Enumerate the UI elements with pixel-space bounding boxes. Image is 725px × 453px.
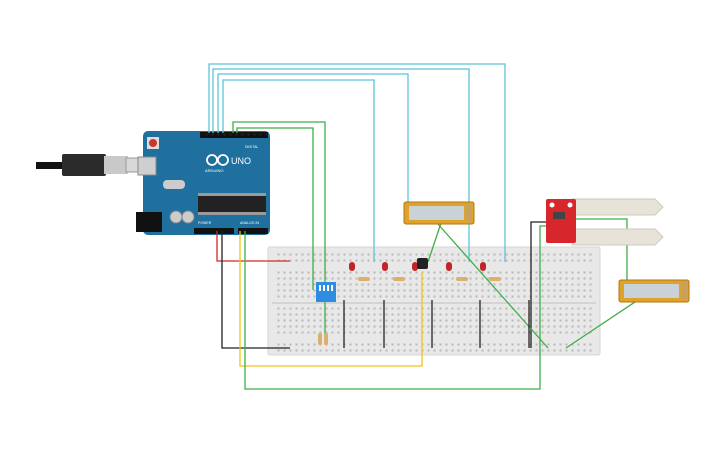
led-5 bbox=[412, 262, 418, 271]
wire-yellow[interactable] bbox=[239, 231, 423, 367]
lcd-display-2[interactable] bbox=[618, 279, 690, 303]
wire-red-5v[interactable] bbox=[216, 231, 290, 262]
leds bbox=[349, 262, 486, 271]
board-model-label: UNO bbox=[231, 156, 251, 166]
arduino-logo-icon bbox=[206, 154, 229, 166]
wire-black-gnd[interactable] bbox=[221, 231, 290, 349]
analog-header-label: ANALOG IN bbox=[240, 221, 260, 225]
usb-cable bbox=[36, 154, 145, 176]
sensor-ic bbox=[417, 258, 428, 269]
resistors bbox=[318, 277, 501, 345]
soil-moisture-sensor[interactable] bbox=[546, 198, 664, 246]
power-header-label: POWER bbox=[198, 221, 212, 225]
wire-cyan-1[interactable] bbox=[208, 63, 506, 262]
digital-header-label: DIGITAL bbox=[245, 145, 258, 149]
atmega-chip bbox=[198, 196, 266, 212]
led-3 bbox=[446, 262, 452, 271]
arduino-uno-board[interactable]: UNO ARDUINO DIGITAL POWER ANALOG IN bbox=[136, 131, 270, 235]
wire-green-lcd1b[interactable] bbox=[427, 222, 442, 263]
wire-green-lcd2[interactable] bbox=[565, 299, 639, 349]
led-4 bbox=[480, 262, 486, 271]
board-brand-label: ARDUINO bbox=[205, 168, 223, 173]
wire-green-lcd2b[interactable] bbox=[572, 218, 628, 282]
lcd-display-1[interactable] bbox=[403, 201, 475, 225]
wire-black-sensor[interactable] bbox=[530, 221, 548, 348]
reset-button-icon[interactable] bbox=[149, 139, 157, 147]
led-2 bbox=[382, 262, 388, 271]
wire-green-3[interactable] bbox=[244, 225, 548, 390]
led-1 bbox=[349, 262, 355, 271]
dip-switch[interactable] bbox=[316, 282, 336, 302]
wire-green-2[interactable] bbox=[236, 127, 314, 290]
wires[interactable] bbox=[208, 63, 639, 390]
wire-cyan-4[interactable] bbox=[222, 79, 375, 262]
wire-green-1[interactable] bbox=[232, 121, 326, 335]
wire-cyan-3[interactable] bbox=[217, 73, 409, 207]
wire-cyan-2[interactable] bbox=[212, 68, 470, 262]
